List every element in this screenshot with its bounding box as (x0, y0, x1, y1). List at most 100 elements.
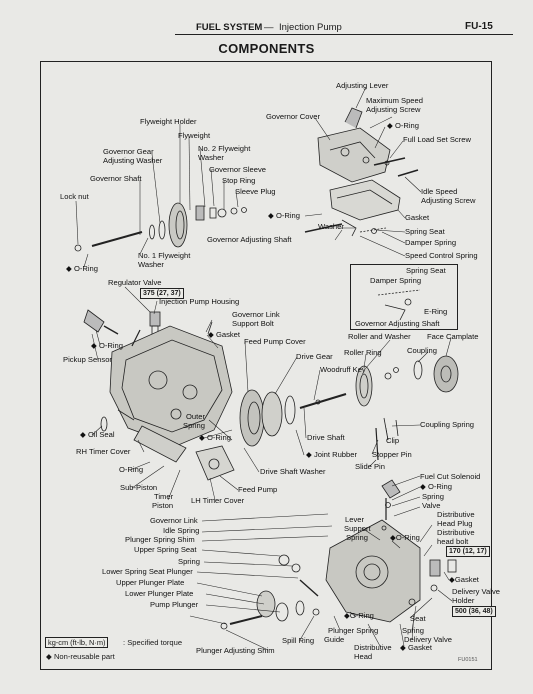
label-no1-flyweight-1: No. 1 Flyweight (138, 251, 191, 260)
header-section: FUEL SYSTEM (196, 22, 263, 33)
label-max-speed-1: Maximum Speed (366, 96, 423, 105)
label-sub-piston: Sub-Piston (120, 483, 158, 492)
label-washer: Washer (318, 222, 344, 231)
page-number: FU-15 (465, 21, 493, 32)
label-coupling-spring: Coupling Spring (420, 420, 475, 429)
label-valve-fc: Valve (422, 501, 441, 510)
label-stop-ring: Stop Ring (222, 176, 256, 185)
label-spring-low: Spring (178, 557, 200, 566)
label-oring-d: ◆O-Ring (390, 533, 420, 542)
header-rule (175, 34, 513, 35)
label-gasket-right: ◆Gasket (449, 575, 479, 584)
label-gov-link-2: Support Bolt (232, 319, 274, 328)
label-governor-cover: Governor Cover (266, 112, 321, 121)
label-outer-spring-2: Spring (183, 421, 205, 430)
label-oring-left2: ◆ O-Ring (91, 341, 124, 350)
page-title: COMPONENTS (218, 41, 315, 56)
label-lower-plunger-plate: Lower Plunger Plate (125, 589, 194, 598)
label-upper-spring-seat: Upper Spring Seat (134, 545, 197, 554)
label-spring-dv: Spring (402, 626, 424, 635)
label-no2-flyweight-1: No. 2 Flyweight (198, 144, 251, 153)
label-plunger-spring-shim: Plunger Spring Shim (125, 535, 195, 544)
label-lever-3: Spring (346, 533, 368, 542)
label-idle-speed-2: Adjusting Screw (421, 196, 476, 205)
label-drive-shaft: Drive Shaft (307, 433, 345, 442)
label-pickup-sensor: Pickup Sensor (63, 355, 112, 364)
label-spring-seat-top: Spring Seat (405, 227, 445, 236)
legend-non-reusable: ◆ Non-reusable part (46, 652, 115, 661)
label-regulator-valve: Regulator Valve (108, 278, 162, 287)
label-lever-2: Support (344, 524, 371, 533)
label-oring-c: ◆ O-Ring (199, 433, 232, 442)
label-timer-piston-2: Piston (152, 501, 174, 510)
label-gasket-mid: ◆ Gasket (208, 330, 241, 339)
label-gov-gear-1: Governor Gear (103, 147, 154, 156)
label-fuel-cut: Fuel Cut Solenoid (420, 472, 481, 481)
label-lock-nut: Lock nut (60, 192, 89, 201)
label-pump-plunger: Pump Plunger (150, 600, 199, 609)
label-roller-ring: Roller Ring (344, 348, 382, 357)
label-box-ering: E-Ring (424, 307, 448, 316)
label-box-spring-seat: Spring Seat (406, 266, 446, 275)
label-gov-shaft: Governor Shaft (90, 174, 142, 183)
header-dash: — (264, 22, 274, 33)
torque-dist-bolt: 170 (12, 17) (446, 546, 490, 557)
label-full-load: Full Load Set Screw (403, 135, 471, 144)
inset-detail-box (350, 264, 458, 330)
label-coupling: Coupling (407, 346, 437, 355)
label-damper-spring-top: Damper Spring (405, 238, 457, 247)
label-dist-head-bolt-1: Distributive (437, 528, 475, 537)
label-oring-bottom: ◆O-Ring (344, 611, 374, 620)
legend-unit-box: kg-cm (ft-lb, N·m) (45, 637, 109, 648)
figure-code: FU0151 (458, 657, 478, 663)
label-delivery-holder-2: Holder (452, 596, 475, 605)
label-dist-head-bolt-2: head bolt (437, 537, 469, 546)
label-lever-1: Lever (345, 515, 364, 524)
label-feed-pump: Feed Pump (238, 485, 278, 494)
label-oil-seal: ◆ Oil Seal (80, 430, 115, 439)
label-oring-left: ◆ O-Ring (66, 264, 99, 273)
label-timer-piston-1: Timer (154, 492, 174, 501)
label-roller-washer: Roller and Washer (348, 332, 411, 341)
label-delivery-valve: Delivery Valve (404, 635, 452, 644)
label-seat: Seat (410, 614, 426, 623)
label-injection-housing: Injection Pump Housing (159, 297, 240, 306)
label-gasket-top: Gasket (405, 213, 430, 222)
label-oring-top: ◆ O-Ring (387, 121, 420, 130)
legend-unit-text: : Specified torque (123, 638, 183, 647)
label-clip: Clip (386, 436, 400, 445)
label-stopper-pin: Stopper Pin (372, 450, 412, 459)
label-sleeve-plug: Sleeve Plug (235, 187, 276, 196)
label-gov-sleeve: Governor Sleeve (209, 165, 266, 174)
label-dist-head-plug-1: Distributive (437, 510, 475, 519)
label-plunger-spring-guide-1: Plunger Spring (328, 626, 379, 635)
header-subsection: Injection Pump (279, 22, 342, 33)
torque-regulator: 375 (27, 37) (140, 288, 184, 299)
label-woodruff: Woodruff Key (320, 365, 366, 374)
label-idle-spring: Idle Spring (163, 526, 200, 535)
label-slide-pin: Slide Pin (355, 462, 385, 471)
label-plunger-spring-guide-2: Guide (324, 635, 345, 644)
label-oring-fc: ◆ O-Ring (420, 482, 453, 491)
label-adjusting-lever: Adjusting Lever (336, 81, 389, 90)
label-lh-timer: LH Timer Cover (191, 496, 245, 505)
label-drive-shaft-washer: Drive Shaft Washer (260, 467, 326, 476)
label-spring-fc: Spring (422, 492, 444, 501)
label-flyweight: Flyweight (178, 131, 211, 140)
label-no1-flyweight-2: Washer (138, 260, 164, 269)
label-gov-link: Governor Link (150, 516, 198, 525)
label-plunger-adj-shim: Plunger Adjusting Shim (196, 646, 275, 655)
label-oring-low: O-Ring (119, 465, 144, 474)
label-upper-plunger-plate: Upper Plunger Plate (116, 578, 185, 587)
label-rh-timer: RH Timer Cover (76, 447, 131, 456)
label-no2-flyweight-2: Washer (198, 153, 224, 162)
label-speed-control: Speed Control Spring (405, 251, 478, 260)
torque-delivery-holder: 500 (36, 48) (452, 606, 496, 617)
label-delivery-holder-1: Delivery Valve (452, 587, 500, 596)
label-lower-spring-seat-plunger: Lower Spring Seat Plunger (102, 567, 193, 576)
label-dist-head-2: Head (354, 652, 373, 661)
label-spill-ring: Spill Ring (282, 636, 315, 645)
label-gov-gear-2: Adjusting Washer (103, 156, 163, 165)
label-dist-head-plug-2: Head Plug (437, 519, 473, 528)
